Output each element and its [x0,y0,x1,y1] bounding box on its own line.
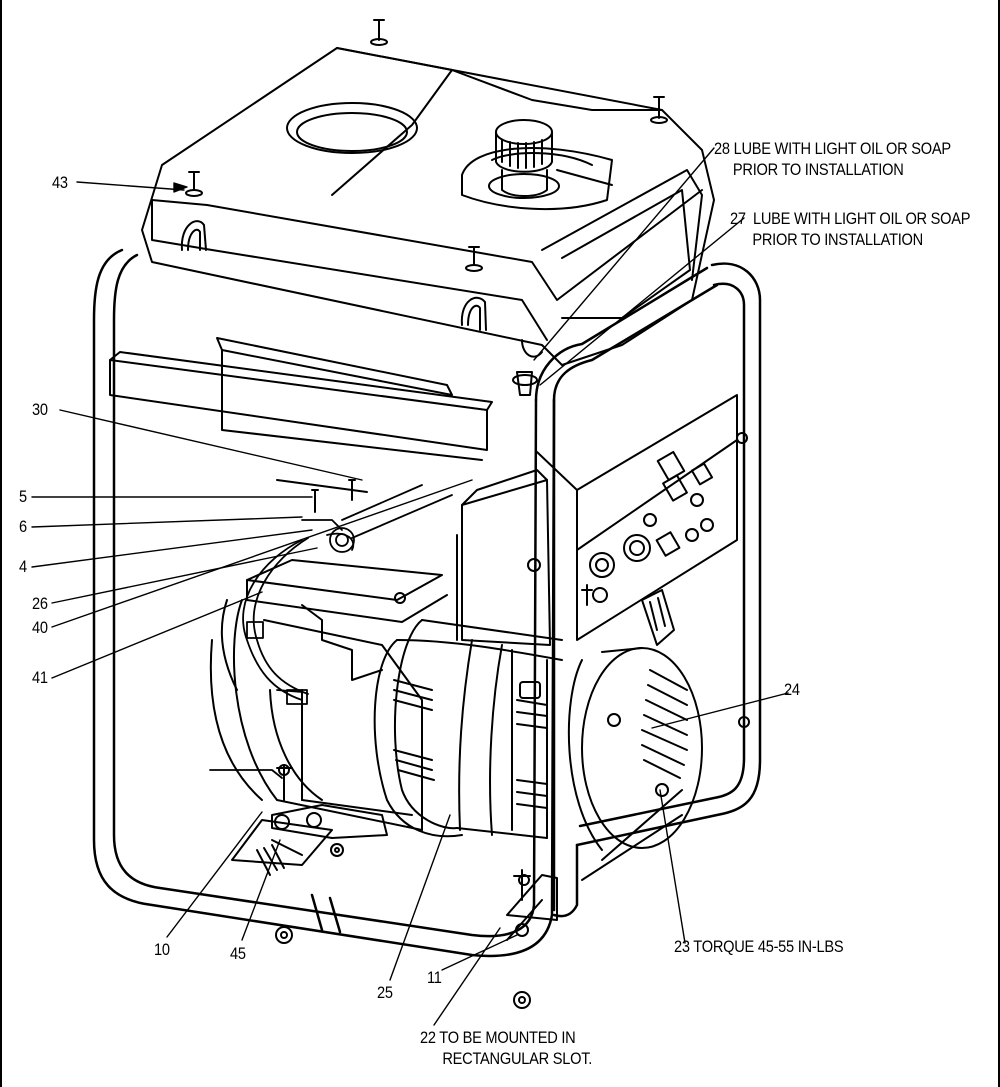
hardware-bolts [185,19,668,1009]
callout-25: 25 [377,983,393,1002]
note-23: 23 TORQUE 45-55 IN-LBS [674,936,844,957]
callout-30: 30 [32,400,48,419]
callout-41: 41 [32,668,48,687]
top-bar [109,337,493,461]
note-27-line1: LUBE WITH LIGHT OIL OR SOAP [753,209,971,228]
callout-11: 11 [427,968,442,987]
note-23-text: TORQUE 45-55 IN-LBS [693,937,844,956]
note-28-line2: PRIOR TO INSTALLATION [732,160,904,179]
alternator [373,619,563,839]
tank-handle [180,220,487,331]
note-22: 22 TO BE MOUNTED IN RECTANGULAR SLOT. [420,1027,592,1069]
note-27: 27 LUBE WITH LIGHT OIL OR SOAP PRIOR TO … [730,208,971,250]
callout-24: 24 [784,680,800,699]
callout-6: 6 [19,517,27,536]
callout-22: 22 [420,1028,436,1047]
control-panel [536,394,750,728]
fuel-cap [488,119,560,199]
frame-tube [92,248,762,958]
callout-28: 28 [714,139,730,158]
callout-27: 27 [730,209,746,228]
fuel-tank [141,47,715,366]
callout-26: 26 [32,594,48,613]
note-22-line1: TO BE MOUNTED IN [439,1028,576,1047]
note-28-line1: LUBE WITH LIGHT OIL OR SOAP [733,139,952,158]
callout-5: 5 [19,487,27,506]
base-plate [231,764,683,941]
note-27-line2: PRIOR TO INSTALLATION [752,230,923,249]
callout-43: 43 [52,173,68,192]
callout-10: 10 [154,940,170,959]
callout-45: 45 [230,944,246,963]
note-28: 28 LUBE WITH LIGHT OIL OR SOAP PRIOR TO … [714,138,951,180]
callout-40: 40 [32,618,48,637]
note-22-line2: RECTANGULAR SLOT. [442,1049,593,1068]
leader-lines [31,147,789,1026]
callout-4: 4 [19,557,27,576]
callout-23: 23 [674,937,690,956]
end-cap [567,589,703,851]
wire-harness [209,484,453,779]
